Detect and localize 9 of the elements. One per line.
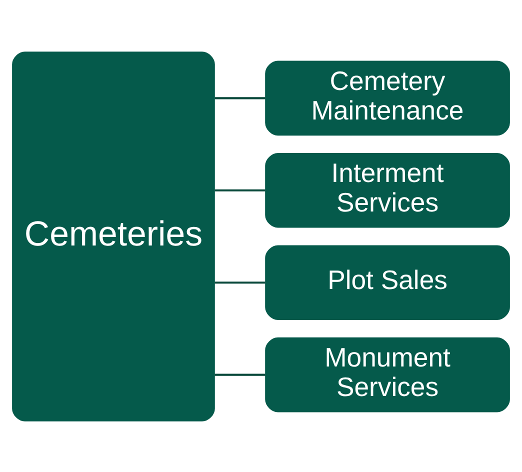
connector <box>214 188 266 191</box>
node-box: Cemetery Maintenance <box>265 60 510 136</box>
connector <box>214 96 266 99</box>
node-box: Plot Sales <box>265 244 510 320</box>
connector <box>214 373 266 376</box>
connector <box>214 281 266 284</box>
node-box: Cemeteries <box>12 51 215 421</box>
node-box: Interment Services <box>265 152 510 228</box>
node-box: Monument Services <box>265 336 510 412</box>
